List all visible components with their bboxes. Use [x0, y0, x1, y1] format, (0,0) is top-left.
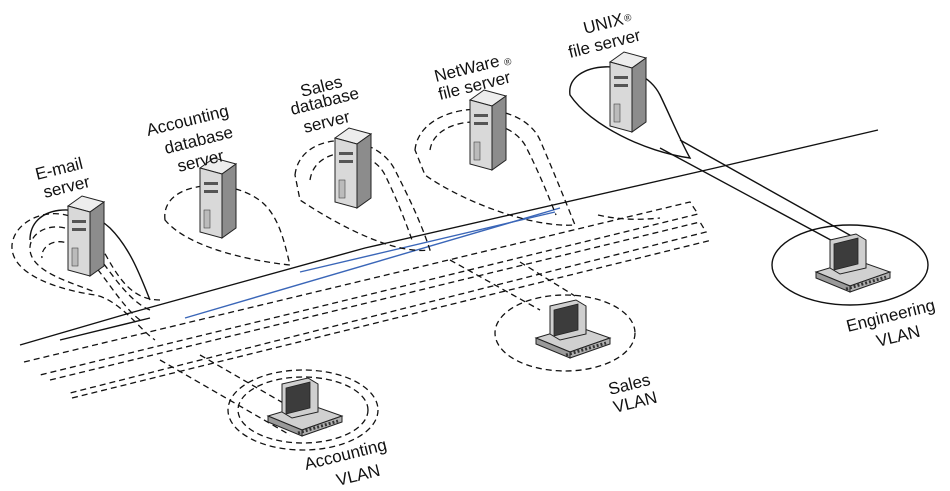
unix-branch-1	[659, 147, 841, 246]
netware-registered-mark: ®	[503, 56, 513, 69]
accounting-server-loop	[164, 185, 291, 266]
email-server-icon	[67, 195, 105, 277]
backbone-main	[19, 129, 879, 346]
accounting-vlan-ellipse	[227, 369, 379, 451]
sales-vlan-ellipse	[494, 294, 636, 372]
backbone-dashed-2	[49, 221, 708, 394]
sales-workstation-icon	[534, 298, 612, 360]
unix-loop	[569, 66, 692, 159]
link-blue-2	[299, 211, 556, 273]
netware-loop-3	[597, 214, 661, 220]
sales-loop-outer	[294, 140, 431, 252]
sales-branch	[449, 259, 541, 311]
sales-loop-inner	[309, 152, 413, 241]
backbone-dashed-1	[23, 201, 700, 376]
backbone-dashed-3	[71, 239, 713, 399]
accounting-vlan-ellipse-inner	[237, 376, 369, 444]
engineering-workstation-icon	[814, 232, 892, 294]
email-loop-outer	[11, 213, 161, 341]
accounting-branch-2	[159, 359, 291, 436]
engineering-vlan-ellipse	[771, 224, 929, 306]
netware-loop-outer	[414, 108, 576, 226]
accounting-workstation-icon	[266, 376, 344, 438]
netware-server-icon	[469, 89, 507, 171]
sales-branch-2	[519, 261, 576, 297]
unix-registered-mark: ®	[623, 12, 633, 25]
email-loop-solid	[29, 209, 151, 301]
sales-server-icon	[334, 127, 372, 209]
accounting-server-icon	[199, 157, 237, 239]
unix-branch-2	[679, 139, 856, 239]
netware-loop-inner	[429, 121, 557, 216]
email-loop-3	[41, 241, 141, 321]
link-blue-1	[184, 207, 561, 319]
email-loop-inner	[29, 226, 151, 311]
unix-server-icon	[609, 51, 647, 133]
